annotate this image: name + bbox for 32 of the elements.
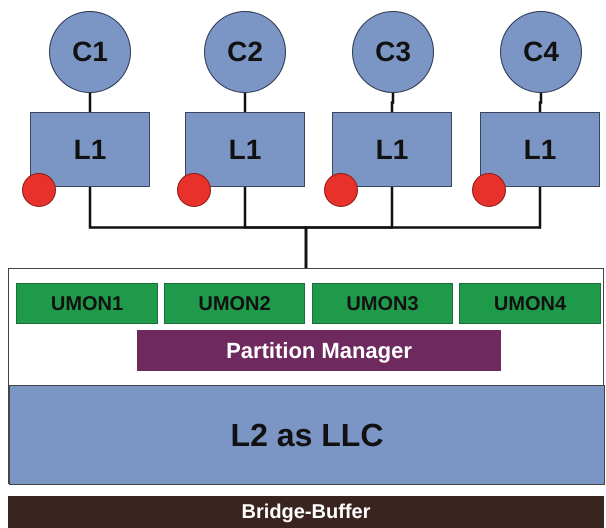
node-label: Partition Manager [226, 340, 412, 362]
node-label: L1 [228, 136, 262, 164]
connector-line [244, 93, 246, 112]
node-label: UMON1 [50, 294, 124, 314]
node-label: Bridge-Buffer [242, 502, 370, 522]
cache-box [185, 112, 305, 187]
node-label: UMON2 [198, 294, 271, 314]
node-label: L1 [376, 136, 408, 164]
connector-line [304, 187, 542, 268]
cache-box [480, 112, 600, 187]
node-label: C2 [227, 38, 263, 66]
connector-line [538, 93, 542, 112]
node-label: C1 [72, 38, 108, 66]
monitor-box [312, 283, 453, 324]
cache-box [332, 112, 452, 187]
cache-enclosure [8, 268, 604, 484]
cache-box [30, 112, 150, 187]
monitor-box [16, 283, 158, 324]
node-label: C4 [523, 38, 559, 66]
manager-box [137, 330, 501, 371]
buffer-bar [8, 496, 604, 528]
node-label: C3 [375, 38, 411, 66]
node-label: UMON3 [346, 294, 419, 314]
connector-line [390, 93, 394, 112]
node-label: L1 [74, 136, 106, 164]
cache-band [9, 385, 605, 485]
node-label: UMON4 [494, 294, 566, 314]
monitor-box [164, 283, 305, 324]
monitor-box [459, 283, 601, 324]
node-label: L2 as LLC [230, 419, 384, 451]
node-label: L1 [524, 136, 556, 164]
connector-line [88, 93, 92, 112]
